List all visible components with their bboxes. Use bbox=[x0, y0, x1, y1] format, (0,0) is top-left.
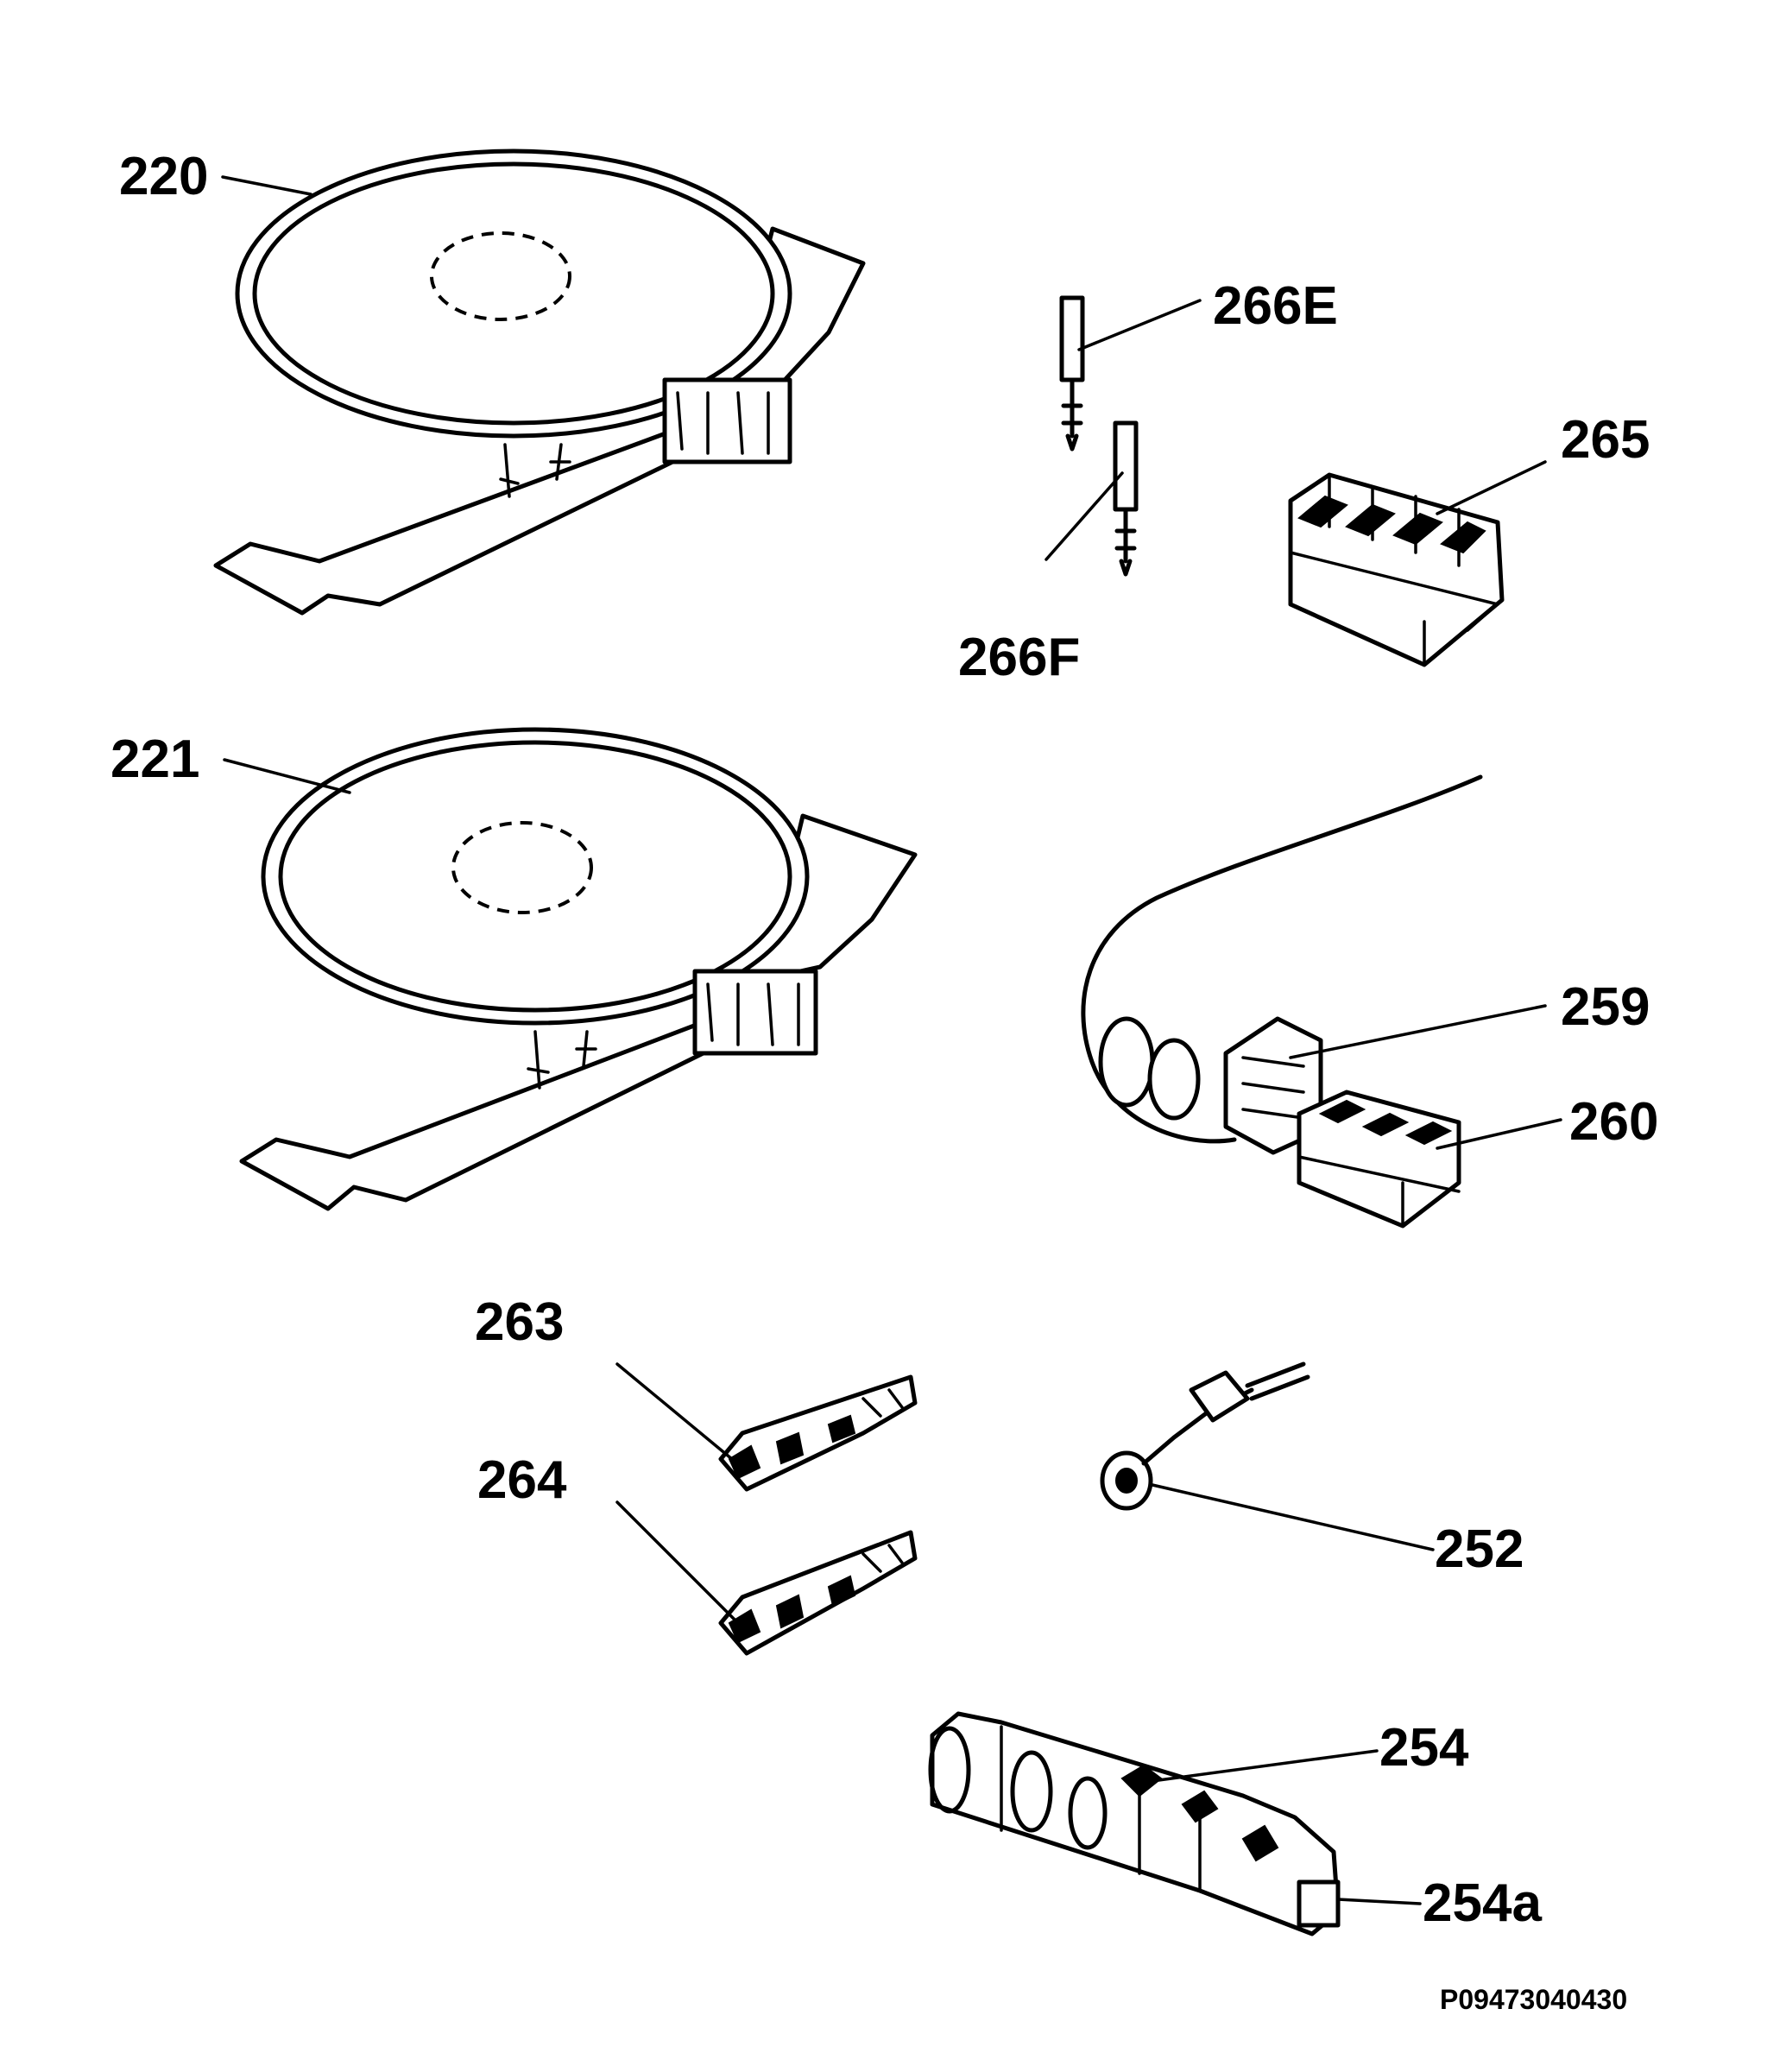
ignition-plug-252 bbox=[1100, 1361, 1310, 1511]
label-221: 221 bbox=[110, 730, 199, 789]
leader-260 bbox=[1436, 1118, 1562, 1150]
hotplate-220 bbox=[213, 148, 866, 616]
label-260: 260 bbox=[1569, 1092, 1658, 1152]
terminal-pin-266E bbox=[1059, 295, 1085, 452]
callout-labels: 220 221 266E 266F 265 259 260 263 264 25… bbox=[110, 147, 1658, 2015]
leader-265 bbox=[1436, 460, 1547, 515]
leader-252 bbox=[1151, 1483, 1435, 1551]
label-254: 254 bbox=[1379, 1718, 1469, 1778]
leader-221 bbox=[223, 758, 351, 794]
hotplate-221 bbox=[239, 727, 918, 1211]
label-264: 264 bbox=[477, 1450, 567, 1510]
leader-259 bbox=[1289, 1004, 1547, 1059]
leader-266F bbox=[1044, 471, 1124, 561]
leader-254 bbox=[1138, 1749, 1379, 1785]
drawing-code: P09473040430 bbox=[1440, 1984, 1627, 2015]
connector-strip-263 bbox=[718, 1374, 918, 1492]
label-263: 263 bbox=[475, 1292, 564, 1352]
label-259: 259 bbox=[1561, 977, 1650, 1037]
leader-264 bbox=[615, 1500, 740, 1625]
leader-254a bbox=[1336, 1898, 1422, 1905]
switch-assembly-254-254a bbox=[928, 1711, 1341, 1936]
label-252: 252 bbox=[1435, 1519, 1524, 1579]
terminal-block-265 bbox=[1288, 472, 1505, 667]
label-265: 265 bbox=[1561, 410, 1650, 470]
label-220: 220 bbox=[119, 147, 208, 206]
label-266E: 266E bbox=[1213, 276, 1338, 336]
leader-263 bbox=[615, 1362, 744, 1469]
leader-lines bbox=[221, 175, 1562, 1905]
label-266F: 266F bbox=[958, 628, 1080, 687]
cable-assembly-259-260 bbox=[1081, 774, 1483, 1229]
connector-strip-264 bbox=[718, 1530, 918, 1656]
terminal-pin-266F bbox=[1113, 420, 1139, 577]
label-254a: 254a bbox=[1423, 1873, 1542, 1933]
leader-266E bbox=[1077, 299, 1202, 351]
leader-220 bbox=[221, 175, 312, 196]
